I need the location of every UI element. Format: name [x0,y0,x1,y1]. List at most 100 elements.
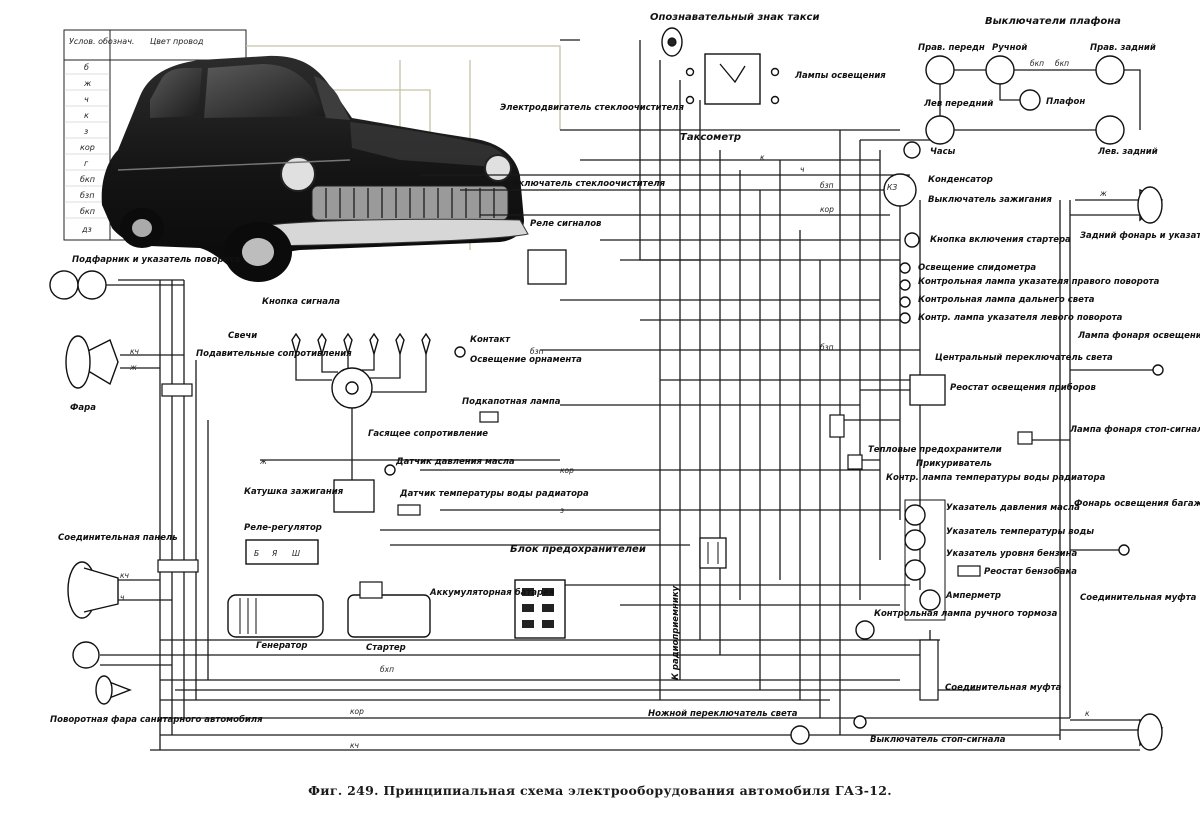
label-trunk-lamp: Фонарь освещения багажника с автоматичес… [1074,498,1200,509]
spark-plugs-group [291,332,431,357]
label-high-beam-lamp: Контрольная лампа дальнего света [918,295,1095,305]
label-connector-sleeve: Соединительная муфта [945,683,1062,693]
brake-switch-icon [853,715,867,729]
svg-text:КЗ: КЗ [887,183,897,192]
label-water-temp-gauge: Указатель температуры воды [946,527,1094,537]
wire-code: кор [560,466,574,475]
left-turn-lamp-icon [899,312,911,324]
legend-code: г [84,159,89,168]
label-hood-lamp: Подкапотная лампа [462,397,561,407]
wire-code: бзп [820,181,834,190]
label-thermal-fuses: Тепловые предохранители [868,445,1002,455]
label-rear-right: Прав. задний [1090,43,1156,53]
legend-code: б [84,63,89,72]
dome-switch-manual-icon [985,55,1015,85]
label-right-turn-lamp: Контрольная лампа указателя правого пово… [918,277,1160,287]
label-headlamp: Фара [70,403,96,413]
hood-lamp-icon [479,411,499,423]
fuel-gauge-icon [904,559,926,581]
label-contact: Контакт [470,335,511,345]
wire-code: кч [350,741,360,750]
stop-lamp-icon [1017,431,1033,445]
ammeter-icon [919,589,941,611]
label-foot-switch: Ножной переключатель света [648,709,798,719]
label-fuel-gauge: Указатель уровня бензина [946,548,1077,559]
label-plate-lamp: Лампа фонаря освещения номерного знака [1077,331,1200,341]
label-wiper-switch: Включатель стеклоочистителя [512,179,666,189]
label-rheostat: Реостат освещения приборов [950,382,1096,393]
wire-code: з [560,506,564,515]
figure-caption: Фиг. 249. Принципиальная схема электрооб… [308,783,892,798]
legend-header-col1: Услов. обознач. [69,37,134,46]
wire-code: бзп [530,347,544,356]
label-horn-relay: Реле сигналов [530,219,602,229]
ornament-contact-icon [454,346,466,358]
label-connector-sleeve-rear: Соединительная муфта [1080,593,1197,603]
dome-switch-rear-left-icon [1095,115,1125,145]
label-coil: Катушка зажигания [244,487,344,497]
legend-code: бзп [80,191,94,200]
fuel-rheostat-icon [957,565,981,577]
speedo-light-icon [899,262,911,274]
dome-switch-front-right-icon [925,55,955,85]
label-wiper-motor: Электродвигатель стеклоочистителя [500,103,685,113]
wire-code: кор [820,205,834,214]
label-fuel-rheostat: Реостат бензобака [984,566,1077,577]
legend-code: бкп [80,207,95,216]
label-taxi-sign: Опознавательный знак такси [650,12,820,23]
label-brake-lamp: Контрольная лампа ручного тормоза [874,609,1058,619]
label-speedo-light: Освещение спидометра [918,263,1036,273]
label-temp-sensor: Датчик температуры воды радиатора [399,489,589,499]
starter-icon [347,594,431,638]
label-taximeter: Таксометр [680,132,741,143]
label-lighter: Прикуриватель [916,459,992,469]
horn-relay-icon [527,249,567,285]
wire-code: бзп [820,343,834,352]
label-tail-lamp: Задний фонарь и указатель поворота [1080,231,1200,241]
label-starter-button: Кнопка включения стартера [930,235,1071,245]
parking-turn-front-icon [49,270,79,300]
wire-code: к [760,153,765,162]
label-parking-turn-front: Подфарник и указатель поворота [72,255,240,265]
legend-code: к [84,111,89,120]
label-spot-lamp: Поворотная фара санитарного автомобиля [50,714,263,725]
label-stop-lamp: Лампа фонаря стоп-сигнала [1069,425,1200,435]
wire-code: кч [130,347,140,356]
thermal-fuse-icon [847,454,863,470]
label-dome: Плафон [1046,97,1085,107]
spot-lamp-icon [72,641,100,669]
wire-code: бхп [380,665,394,674]
label-manual: Ручной [992,43,1027,53]
label-ignition-switch: Выключатель зажигания [928,195,1052,205]
high-beam-lamp-icon [899,296,911,308]
wire-code: ж [1099,189,1107,198]
connector-sleeve-icon [919,639,939,701]
label-front-right: Прав. передн [918,43,985,53]
label-regulator: Реле-регулятор [244,523,322,533]
label-resistors: Подавительные сопротивления [196,349,352,359]
central-light-switch-icon [909,374,946,406]
label-ornament-light: Освещение орнамента [470,355,582,365]
wire-code: ж [129,363,137,372]
components: КЗ [49,27,1164,751]
wire-code: ч [800,165,805,174]
label-central-switch: Центральный переключатель света [935,353,1113,363]
svg-text:Я: Я [271,549,277,558]
label-oil-pressure-gauge: Указатель давления масла [946,503,1080,513]
brake-lamp-icon [855,620,875,640]
generator-icon [227,594,324,638]
plate-lamp-icon [1152,364,1164,376]
wire-code: бкп [1055,59,1069,68]
dome-switch-front-left-icon [925,115,955,145]
svg-text:Ш: Ш [292,549,300,558]
label-left-turn-lamp: Контр. лампа указателя левого поворота [918,313,1123,323]
dome-light-icon [1019,89,1041,111]
label-to-radio: К радиоприемнику [671,585,681,680]
legend-code: з [84,127,88,136]
dome-switch-rear-right-icon [1095,55,1125,85]
wire-code: кор [350,707,364,716]
clock-icon [903,141,921,159]
fuse-block-icon [699,537,727,569]
oil-sensor-icon [384,464,396,476]
